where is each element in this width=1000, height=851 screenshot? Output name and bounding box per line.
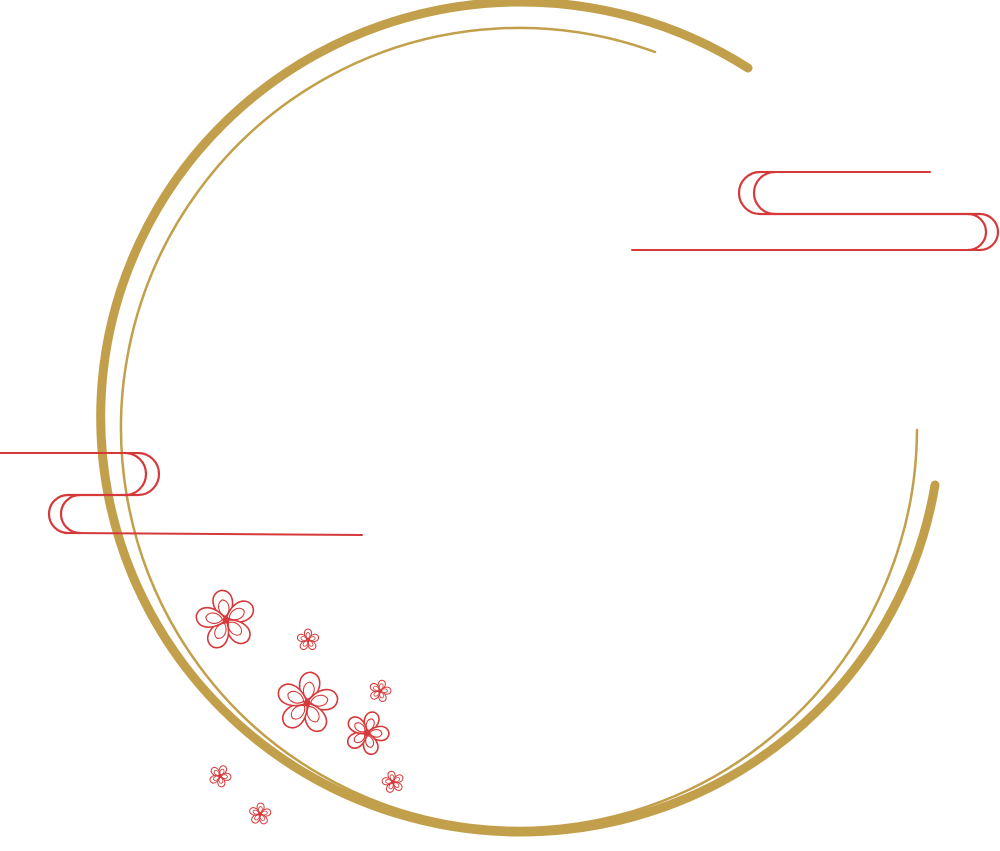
plum-blossom-icon — [369, 679, 392, 702]
plum-blossom-icon — [346, 711, 390, 755]
cloud-cap-left-inner — [752, 170, 777, 216]
cloud-cap-right-outer — [978, 212, 1000, 252]
blossom-petal — [277, 683, 308, 707]
blossom-center — [306, 638, 310, 642]
blossom-center — [218, 774, 222, 778]
blossom-center — [258, 812, 262, 816]
blossom-center — [363, 729, 371, 737]
plum-blossom-icon — [296, 628, 320, 650]
blossom-petal-inner — [252, 809, 260, 815]
plum-blossom-cluster — [195, 589, 404, 825]
blossom-petal — [347, 716, 368, 735]
plum-blossom-icon — [209, 765, 232, 788]
blossom-petal-inner — [354, 722, 366, 733]
gold-ring-outer-stroke — [96, 0, 940, 837]
left-cloud-scroll — [0, 451, 363, 536]
plum-blossom-icon — [195, 589, 255, 649]
cloud-cap-right-inner — [966, 212, 988, 252]
blossom-petal-inner — [213, 770, 220, 776]
blossom-petal-inner — [205, 612, 224, 624]
blossom-petal — [296, 633, 309, 643]
blossom-center — [303, 699, 311, 707]
blossom-petal — [369, 683, 381, 692]
blossom-petal — [210, 766, 221, 777]
blossom-petal-inner — [287, 690, 305, 704]
cloud-line-bottom — [67, 532, 363, 536]
cloud-cap-left-inner — [59, 493, 82, 535]
blossom-center — [222, 616, 230, 624]
blossom-petal-inner — [373, 685, 380, 692]
blossom-petal-inner — [300, 636, 308, 641]
blossom-center — [378, 689, 382, 693]
cloud-cap-right-outer — [66, 451, 161, 497]
plum-blossom-icon — [381, 770, 404, 793]
gold-circle-frame — [96, 0, 940, 837]
cloud-cap-left-outer — [737, 170, 982, 216]
plum-blossom-icon — [249, 802, 272, 825]
upper-right-cloud-scroll — [631, 170, 1000, 252]
blossom-petal-inner — [385, 779, 393, 784]
plum-blossom-icon — [277, 671, 339, 733]
cloud-cap-right-inner — [123, 451, 148, 497]
blossom-center — [391, 780, 395, 784]
gold-ring-inner-stroke — [119, 26, 919, 830]
blossom-petal — [249, 807, 261, 816]
cloud-cap-left-outer — [47, 493, 70, 535]
